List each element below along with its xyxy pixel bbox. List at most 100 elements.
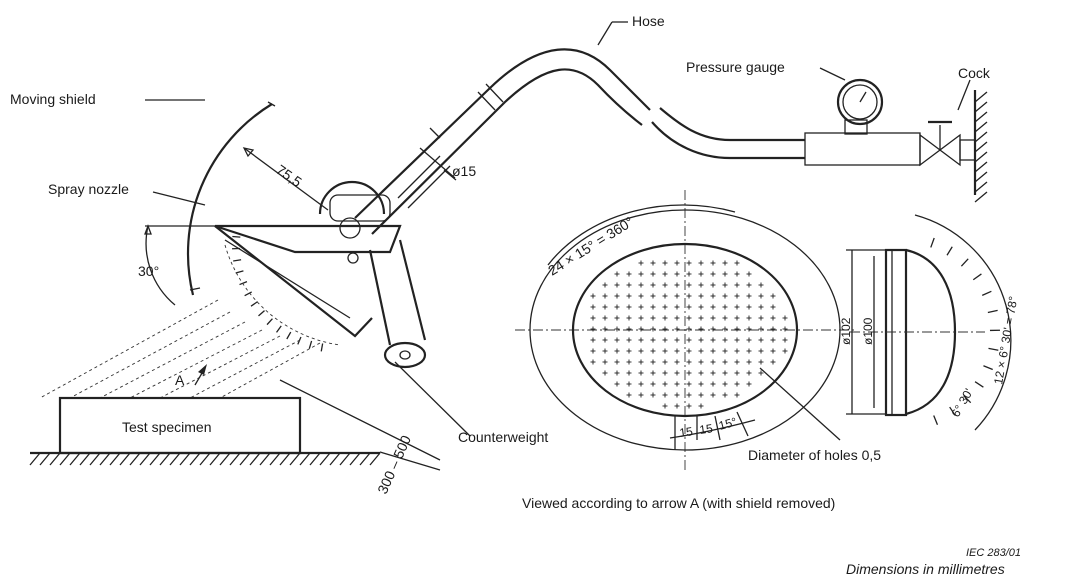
hatch-mark — [974, 131, 988, 143]
hose-label: Hose — [632, 13, 665, 29]
side-tick — [988, 347, 999, 351]
hose — [354, 48, 805, 235]
nozzle-face-view — [515, 190, 855, 470]
hatch-mark — [319, 452, 331, 466]
hatch-mark — [39, 452, 51, 466]
angle-30-label: 30° — [138, 263, 159, 279]
side-tick — [974, 381, 984, 388]
hatch-mark — [279, 452, 291, 466]
hatch-mark — [974, 181, 988, 193]
hatch-mark — [139, 452, 151, 466]
hatch-mark — [159, 452, 171, 466]
arc-tick — [275, 325, 282, 333]
viewed-caption: Viewed according to arrow A (with shield… — [522, 495, 835, 511]
hatch-mark — [99, 452, 111, 466]
arc-tick — [250, 301, 258, 307]
hatch-mark — [129, 452, 141, 466]
hatch-mark — [974, 171, 988, 183]
hatch-mark — [29, 452, 41, 466]
counterweight-label: Counterweight — [458, 429, 548, 445]
dim-15deg-label: 15° — [717, 415, 738, 433]
dim-75-5-label: 75,5 — [273, 161, 305, 190]
test-specimen-label: Test specimen — [122, 419, 211, 435]
hatch-mark — [79, 452, 91, 466]
arc-tick — [258, 310, 265, 317]
moving-shield-label: Moving shield — [10, 91, 96, 107]
pressure-gauge-label: Pressure gauge — [686, 59, 785, 75]
dim-6-30-label: 6° 30' — [948, 386, 975, 419]
hatch-mark — [974, 141, 988, 153]
spray-jet — [99, 321, 246, 399]
nozzle-side-view — [846, 214, 1012, 431]
ground-hatch — [29, 452, 381, 466]
hatch-mark — [974, 151, 988, 163]
side-tick — [963, 395, 972, 404]
hatch-mark — [974, 111, 988, 123]
counterweight — [368, 239, 427, 369]
hatch-mark — [239, 452, 251, 466]
hatch-mark — [259, 452, 271, 466]
hatch-mark — [349, 452, 361, 466]
arc-tick — [286, 331, 292, 340]
nozzle-arc-ticks — [232, 235, 324, 352]
hatch-mark — [249, 452, 261, 466]
pressure-gauge — [804, 78, 977, 195]
hatch-mark — [199, 452, 211, 466]
hatch-mark — [269, 452, 281, 466]
spray-jet — [189, 339, 301, 399]
angle-30-mark — [144, 224, 215, 306]
dim-d15-label: ø15 — [452, 163, 476, 179]
hatch-mark — [229, 452, 241, 466]
arrow-a-label: A — [175, 372, 185, 388]
hatch-mark — [69, 452, 81, 466]
arc-tick — [244, 291, 253, 297]
arc-tick — [235, 270, 244, 274]
spray-jet — [219, 342, 321, 399]
hatch-mark — [974, 121, 988, 133]
hatch-mark — [189, 452, 201, 466]
arc-tick — [266, 318, 273, 326]
hatch-mark — [219, 452, 231, 466]
dim-75-5 — [242, 147, 329, 211]
hatch-mark — [974, 91, 988, 103]
hatch-mark — [289, 452, 301, 466]
arrow-a — [194, 364, 207, 386]
side-tick — [960, 258, 969, 267]
hatch-mark — [89, 452, 101, 466]
hatch-mark — [169, 452, 181, 466]
pipe-d15 — [397, 127, 457, 209]
hatch-mark — [974, 161, 988, 173]
hatch-mark — [309, 452, 321, 466]
dim-300-500-label: 300 – 500 — [374, 433, 414, 497]
side-tick — [983, 365, 993, 371]
spray-jet — [69, 311, 231, 399]
hatch-mark — [49, 452, 61, 466]
side-tick — [933, 415, 939, 425]
arc-tick — [308, 340, 313, 349]
wall-hatch — [974, 91, 988, 203]
hatch-mark — [329, 452, 341, 466]
spray-jet — [159, 335, 281, 399]
cock-label: Cock — [958, 65, 991, 81]
side-tick — [949, 406, 956, 416]
hatch-mark — [209, 452, 221, 466]
hatch-mark — [359, 452, 371, 466]
dim-300-500 — [279, 379, 441, 471]
side-tick — [981, 290, 992, 296]
leader-lines — [145, 21, 971, 437]
arc-tick — [233, 259, 242, 262]
iec-reference: IEC 283/01 — [966, 547, 1021, 559]
dim-d102-label: ø102 — [839, 317, 853, 345]
moving-shield — [186, 101, 276, 296]
side-tick — [930, 237, 935, 248]
hatch-mark — [299, 452, 311, 466]
spray-nozzle — [214, 180, 402, 338]
dim-15a-label: 15 — [678, 424, 693, 440]
diameter-holes-label: Diameter of holes 0,5 — [748, 447, 881, 463]
hatch-mark — [179, 452, 191, 466]
hatch-mark — [149, 452, 161, 466]
side-tick — [987, 309, 998, 314]
dim-d100-label: ø100 — [861, 317, 875, 345]
